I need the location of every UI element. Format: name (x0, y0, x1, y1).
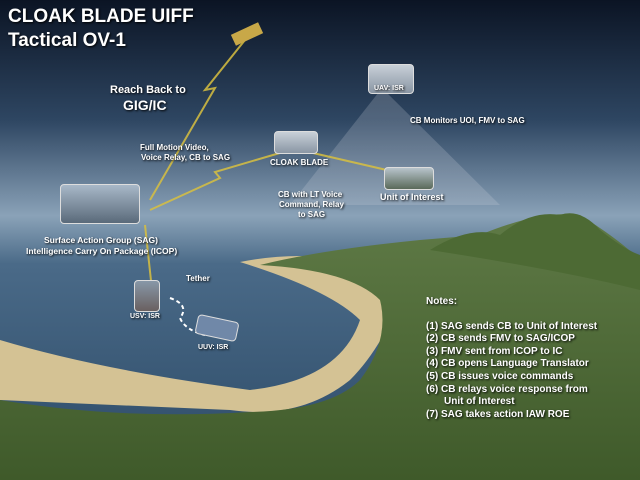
note-item: Unit of Interest (444, 396, 515, 408)
uav-label: UAV: ISR (374, 85, 404, 92)
unit-of-interest-image (384, 167, 434, 190)
uav-sensor-cone (290, 88, 500, 205)
link-reach-back (149, 39, 246, 201)
unit-of-interest-label: Unit of Interest (380, 192, 444, 202)
uav-image (368, 64, 414, 94)
link-fmv (149, 149, 291, 211)
cb-monitors-label: CB Monitors UOI, FMV to SAG (410, 116, 525, 125)
sag-label-1: Surface Action Group (SAG) (44, 235, 158, 245)
cb-lt-label-2: Command, Relay (279, 200, 344, 209)
note-item: (6) CB relays voice response from (426, 383, 588, 395)
cloak-blade-label: CLOAK BLADE (270, 158, 329, 167)
note-item: (5) CB issues voice commands (426, 370, 574, 382)
uuv-label: UUV: ISR (198, 344, 229, 351)
title-line-1: CLOAK BLADE UIFF (8, 6, 194, 27)
usv-image (134, 280, 160, 312)
cb-lt-label-3: to SAG (298, 210, 326, 219)
land-mass (0, 214, 640, 480)
title-line-2: Tactical OV-1 (8, 30, 126, 51)
sag-label-2: Intelligence Carry On Package (ICOP) (26, 246, 178, 256)
notes-panel: Notes: (1) SAG sends CB to Unit of Inter… (426, 296, 597, 421)
note-item: (7) SAG takes action IAW ROE (426, 408, 570, 420)
note-item: (3) FMV sent from ICOP to IC (426, 345, 563, 357)
usv-label: USV: ISR (130, 313, 160, 320)
gig-ic-label: GIG/IC (123, 97, 167, 113)
tether-line (169, 297, 206, 336)
fmv-label-1: Full Motion Video, (140, 143, 209, 152)
mountains (430, 213, 640, 290)
ship-image (60, 184, 140, 224)
fmv-label-2: Voice Relay, CB to SAG (141, 153, 231, 162)
tether-label: Tether (186, 274, 210, 283)
notes-heading: Notes: (426, 296, 458, 307)
sand-shoreline (0, 256, 400, 412)
note-item: (1) SAG sends CB to Unit of Interest (426, 320, 598, 332)
note-item: (4) CB opens Language Translator (426, 358, 589, 370)
cb-lt-label-1: CB with LT Voice (278, 190, 343, 199)
cloak-blade-image (274, 131, 318, 154)
reach-back-label: Reach Back to (110, 84, 186, 96)
note-item: (2) CB sends FMV to SAG/ICOP (426, 333, 575, 345)
